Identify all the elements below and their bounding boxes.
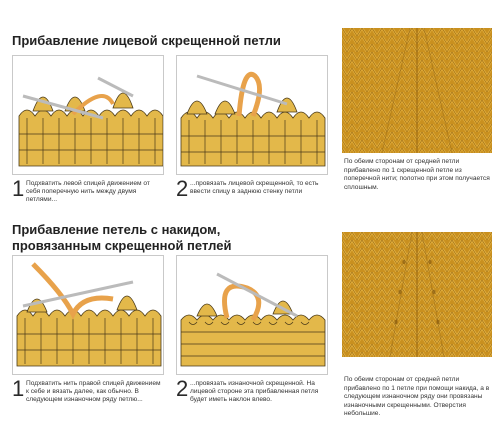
illustration-step1-cross-increase: [12, 55, 164, 175]
knit-texture: [342, 232, 492, 357]
section1-title: Прибавление лицевой скрещенной петли: [12, 33, 281, 49]
illustration-step2-cross-increase: [176, 55, 328, 175]
knit-sample-photo-cross: [342, 28, 492, 153]
knitting-diagram: [13, 56, 163, 174]
illustration-step1-yarn-over: [12, 255, 164, 375]
section2-title: Прибавление петель с накидом, провязанны…: [12, 222, 312, 254]
step2-instruction: 2 ...провязать лицевой скрещенной, то ес…: [176, 178, 326, 224]
step-number: 1: [12, 178, 24, 200]
photo-caption: По обеим сторонам от средней петли приба…: [344, 158, 494, 192]
step-text: Подхватить левой спицей движением от себ…: [26, 180, 162, 205]
step-text: Подхватить нить правой спицей движением …: [26, 380, 162, 405]
knitting-diagram: [177, 56, 327, 174]
illustration-step2-yarn-over: [176, 255, 328, 375]
step1-instruction: 1 Подхватить левой спицей движением от с…: [12, 178, 162, 224]
knit-texture: [342, 28, 492, 153]
photo-caption: По обеим сторонам от средней петли приба…: [344, 376, 494, 419]
step1-instruction: 1 Подхватить нить правой спицей движение…: [12, 378, 162, 424]
step-number: 2: [176, 178, 188, 200]
knitting-diagram: [13, 256, 163, 374]
step-number: 1: [12, 378, 24, 400]
step-text: ...провязать лицевой скрещенной, то есть…: [190, 180, 326, 196]
step-number: 2: [176, 378, 188, 400]
step2-instruction: 2 ...провязать изнаночной скрещенной. На…: [176, 378, 326, 424]
knit-sample-photo-yarn-over: [342, 232, 492, 357]
step-text: ...провязать изнаночной скрещенной. На л…: [190, 380, 326, 405]
knitting-diagram: [177, 256, 327, 374]
